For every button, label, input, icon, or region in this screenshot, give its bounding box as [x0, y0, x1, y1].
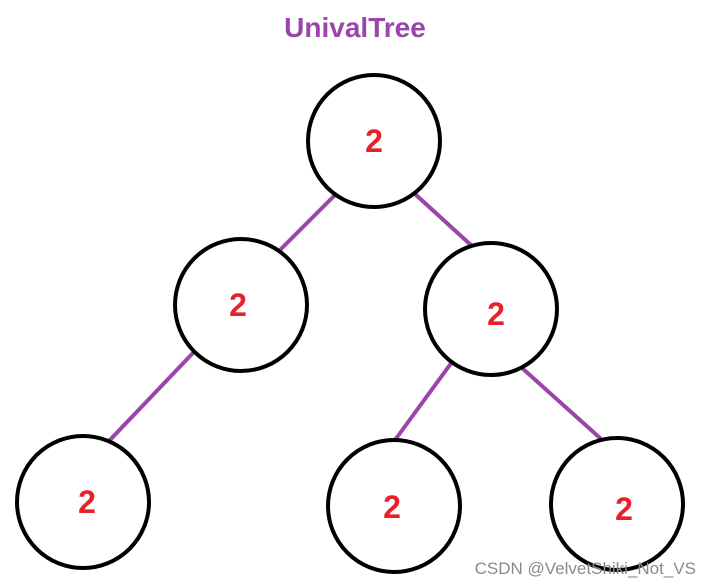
node-circle — [326, 438, 462, 574]
tree-node-root: 2 — [306, 73, 442, 209]
node-circle — [173, 237, 309, 373]
edges — [106, 192, 602, 444]
tree-node-right: 2 — [423, 241, 559, 377]
edge-left-left-left — [106, 352, 194, 444]
tree-node-right-right: 2 — [549, 436, 685, 572]
node-circle — [15, 434, 151, 570]
node-label: 2 — [365, 123, 383, 159]
node-circle — [423, 241, 559, 377]
edge-root-right — [413, 192, 474, 248]
tree-node-left: 2 — [173, 237, 309, 373]
node-label: 2 — [383, 489, 401, 525]
edge-root-left — [276, 194, 336, 254]
edge-right-right-left — [393, 360, 454, 442]
node-circle — [306, 73, 442, 209]
diagram-title: UnivalTree — [284, 12, 426, 43]
watermark: CSDN @VelvetShiki_Not_VS — [474, 559, 696, 578]
node-label: 2 — [229, 287, 247, 323]
edge-right-right-right — [520, 366, 602, 440]
node-label: 2 — [487, 296, 505, 332]
tree-node-left-left: 2 — [15, 434, 151, 570]
tree-node-right-left: 2 — [326, 438, 462, 574]
node-circle — [549, 436, 685, 572]
node-label: 2 — [78, 484, 96, 520]
node-label: 2 — [615, 491, 633, 527]
